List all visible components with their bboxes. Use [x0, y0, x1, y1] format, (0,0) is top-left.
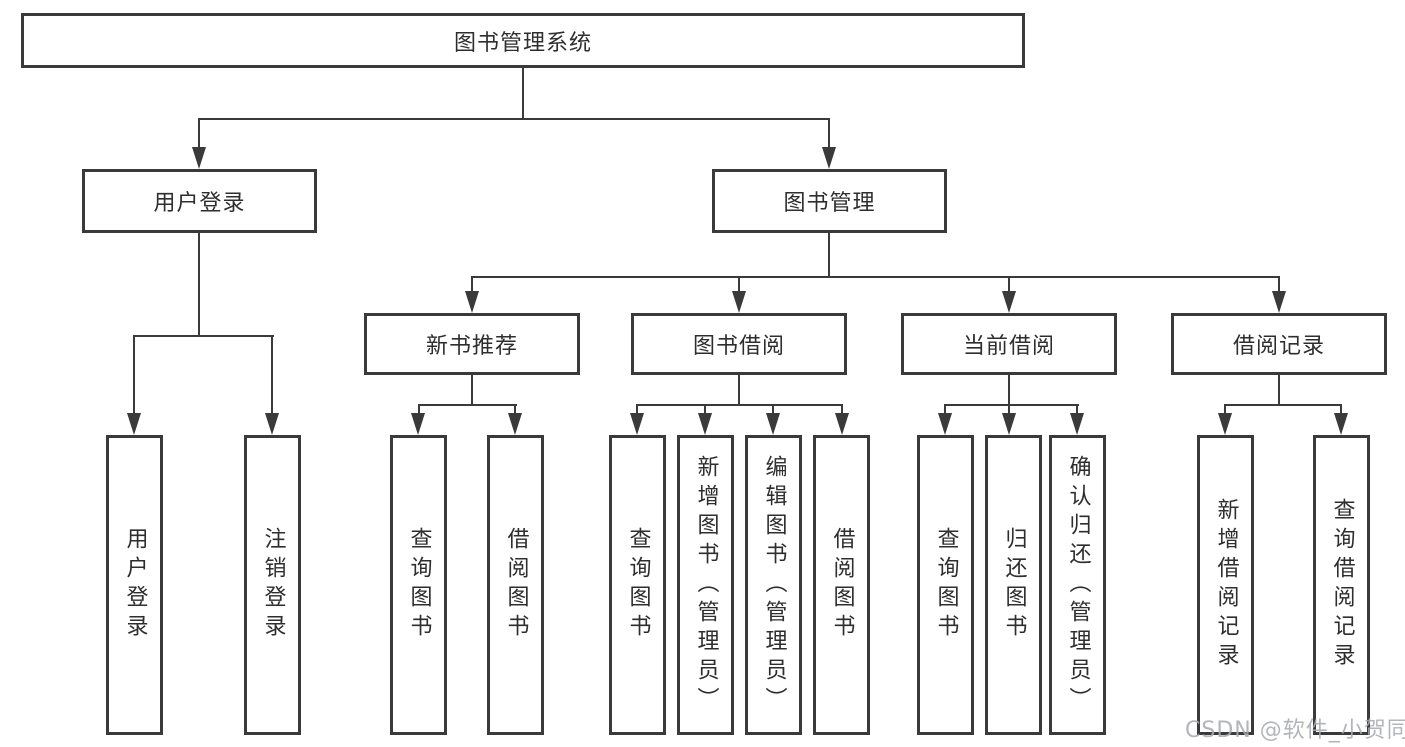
connector-recommend-horizontal [418, 404, 517, 406]
connector-stem [1076, 404, 1078, 415]
connector-stem [704, 404, 706, 415]
arrow-down-icon [1002, 413, 1016, 435]
arrow-down-icon [1218, 413, 1232, 435]
connector-manage-horizontal [471, 276, 1280, 278]
connector-stem [418, 404, 420, 415]
arrow-down-icon [630, 413, 644, 435]
node-user-login: 用户登录 [82, 169, 317, 233]
connector-stem [772, 404, 774, 415]
connector-recommend-vertical [471, 375, 473, 406]
node-borrow-record: 借阅记录 [1171, 313, 1387, 375]
arrow-down-icon [698, 413, 712, 435]
connector-record-stem [1278, 276, 1280, 293]
connector-login-horizontal [133, 335, 274, 337]
arrow-down-icon [1070, 413, 1084, 435]
leaf-current-confirm-return-admin: 确认归还（管理员） [1049, 435, 1106, 735]
connector-login-stem [198, 118, 200, 149]
arrow-down-icon [265, 413, 279, 435]
arrow-down-icon [835, 413, 849, 435]
csdn-watermark: CSDN @软件_小贺同学 [1185, 718, 1405, 743]
node-book-borrow: 图书借阅 [631, 313, 847, 375]
connector-manage-vertical [828, 233, 830, 278]
arrow-down-icon [1272, 291, 1286, 313]
connector-stem [636, 404, 638, 415]
leaf-record-add-borrow-record: 新增借阅记录 [1197, 435, 1254, 735]
node-new-book-recommend: 新书推荐 [364, 313, 580, 375]
node-book-management: 图书管理 [712, 169, 947, 233]
leaf-borrow-edit-books-admin: 编辑图书（管理员） [745, 435, 802, 735]
leaf-record-query-borrow-record: 查询借阅记录 [1313, 435, 1370, 735]
connector-current-vertical [1008, 375, 1010, 406]
connector-borrow-horizontal [636, 404, 843, 406]
leaf-borrow-query-books: 查询图书 [609, 435, 666, 735]
node-current-borrow: 当前借阅 [901, 313, 1117, 375]
connector-recommend-stem [471, 276, 473, 293]
leaf-logout: 注销登录 [244, 435, 301, 735]
leaf-current-query-books: 查询图书 [917, 435, 974, 735]
arrow-down-icon [1334, 413, 1348, 435]
node-root-system: 图书管理系统 [21, 13, 1025, 68]
connector-record-vertical [1278, 375, 1280, 406]
connector-stem [944, 404, 946, 415]
arrow-down-icon [766, 413, 780, 435]
connector-manage-stem [828, 118, 830, 149]
connector-login-leaf1-stem [133, 335, 135, 415]
leaf-recommend-borrow-books: 借阅图书 [487, 435, 544, 735]
arrow-down-icon [127, 413, 141, 435]
connector-borrow-stem [738, 276, 740, 293]
leaf-user-login: 用户登录 [106, 435, 163, 735]
arrow-down-icon [1002, 291, 1016, 313]
connector-stem [1008, 404, 1010, 415]
connector-root-vertical [522, 68, 524, 119]
arrow-down-icon [938, 413, 952, 435]
arrow-down-icon [465, 291, 479, 313]
connector-stem [841, 404, 843, 415]
arrow-down-icon [192, 147, 206, 169]
connector-current-horizontal [944, 404, 1079, 406]
leaf-borrow-borrow-books: 借阅图书 [813, 435, 870, 735]
connector-login-leaf2-stem [271, 335, 273, 415]
connector-stem [1224, 404, 1226, 415]
connector-stem [1340, 404, 1342, 415]
connector-borrow-vertical [738, 375, 740, 406]
leaf-recommend-query-books: 查询图书 [390, 435, 447, 735]
leaf-borrow-add-books-admin: 新增图书（管理员） [677, 435, 734, 735]
arrow-down-icon [508, 413, 522, 435]
leaf-current-return-books: 归还图书 [985, 435, 1042, 735]
connector-stem [514, 404, 516, 415]
connector-current-stem [1008, 276, 1010, 293]
connector-login-vertical [198, 233, 200, 337]
arrow-down-icon [732, 291, 746, 313]
connector-root-horizontal [198, 118, 830, 120]
connector-record-horizontal [1224, 404, 1342, 406]
arrow-down-icon [822, 147, 836, 169]
arrow-down-icon [411, 413, 425, 435]
